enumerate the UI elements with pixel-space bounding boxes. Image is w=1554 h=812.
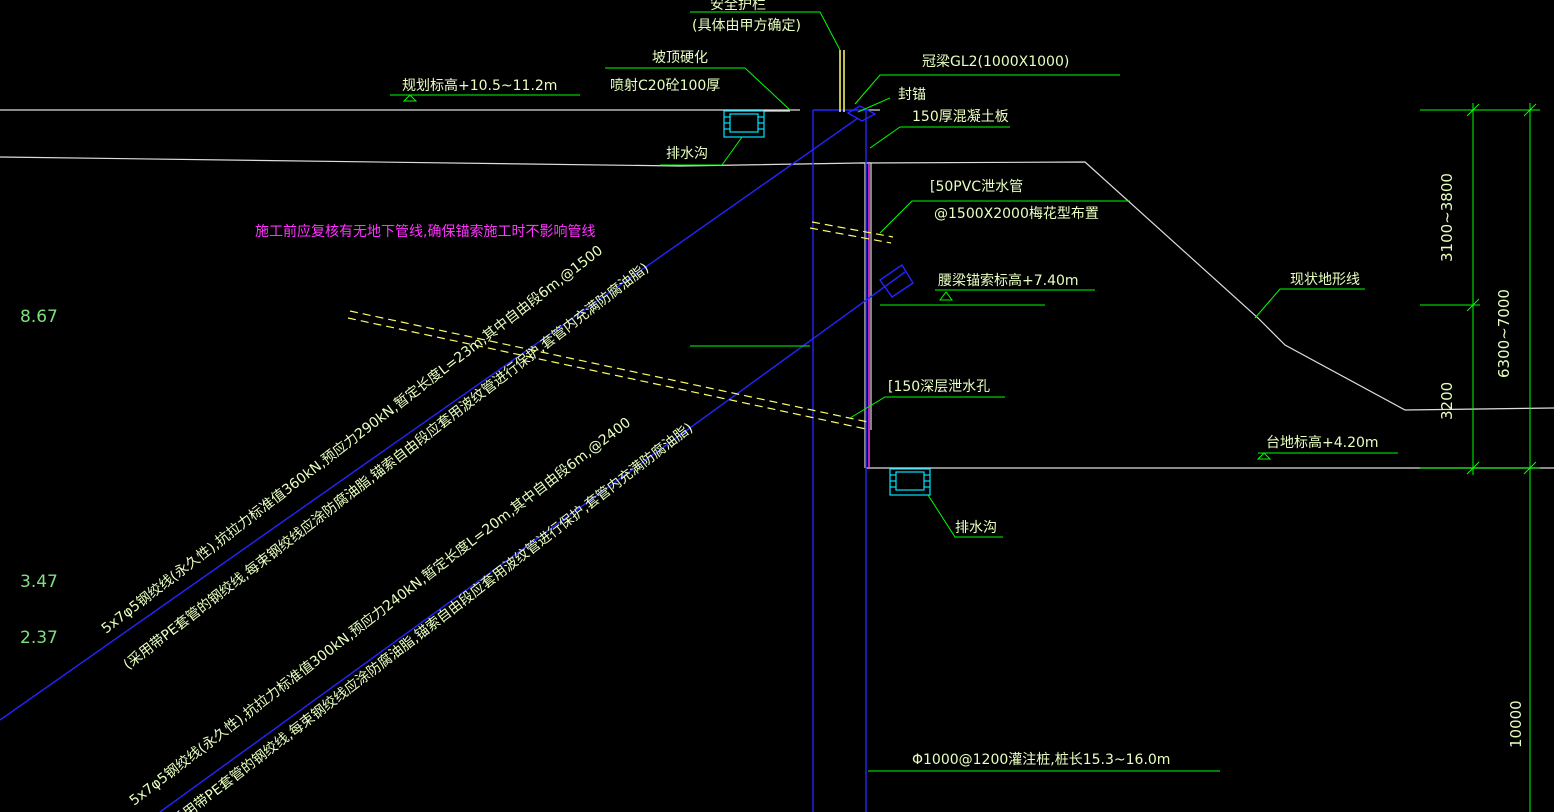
label-slope-top: 坡顶硬化 (652, 50, 708, 66)
label-pile-spec: Φ1000@1200灌注桩,桩长15.3~16.0m (912, 751, 1170, 768)
label-guardrail-note: (具体由甲方确定) (692, 18, 801, 34)
level-marker-2: 3.47 (20, 572, 58, 592)
drain-ditch-top (723, 110, 765, 138)
level-marker-1: 8.67 (20, 307, 58, 327)
label-crown-beam: 冠梁GL2(1000X1000) (922, 54, 1069, 70)
label-guardrail: 安全护栏 (710, 0, 766, 13)
dimension-d3: 6300~7000 (1495, 289, 1513, 378)
label-shotcrete: 喷射C20砼100厚 (610, 78, 720, 94)
anchor-1-spec: 5x7φ5钢绞线(永久性),抗拉力标准值360kN,预应力290kN,暂定长度L… (98, 242, 606, 637)
pvc-drain-pipe-upper (811, 221, 894, 238)
pile-and-anchors (0, 105, 914, 812)
anchor-2-line (159, 271, 906, 812)
warning-note: 施工前应复核有无地下管线,确保锚索施工时不影响管线 (255, 223, 595, 240)
label-plan-elevation: 规划标高+10.5~11.2m (402, 77, 557, 94)
dimension-d4: 10000 (1507, 700, 1525, 748)
label-drain-top: 排水沟 (666, 146, 708, 162)
drain-ditch-bottom (889, 468, 931, 496)
leader-lines (390, 11, 1398, 772)
label-deep-drain: [150深层泄水孔 (888, 379, 990, 395)
anchor-1-line (0, 117, 859, 721)
label-existing-terrain: 现状地形线 (1290, 272, 1360, 288)
label-waist-beam: 腰梁锚索标高+7.40m (938, 272, 1079, 289)
label-platform-elevation: 台地标高+4.20m (1266, 434, 1379, 451)
label-pvc-pipe: [50PVC泄水管 (930, 179, 1023, 195)
dimension-d2: 3200 (1438, 382, 1456, 420)
safety-guardrail (839, 50, 845, 112)
drain-pipes (347, 221, 894, 430)
level-marker-3: 2.37 (20, 628, 58, 648)
anchor-2-note: (采用带PE套管的钢绞线,每束钢绞线应涂防腐油脂,锚索自由段应套用波纹管进行保护… (164, 419, 696, 812)
label-seal-anchor: 封锚 (898, 87, 926, 103)
label-concrete-slab: 150厚混凝土板 (912, 109, 1009, 125)
label-pvc-layout: @1500X2000梅花型布置 (934, 206, 1099, 222)
label-drain-bottom: 排水沟 (955, 520, 997, 536)
deep-drain-hole (349, 310, 869, 423)
dimension-lines (1420, 103, 1540, 812)
dimension-d1: 3100~3800 (1438, 173, 1456, 262)
